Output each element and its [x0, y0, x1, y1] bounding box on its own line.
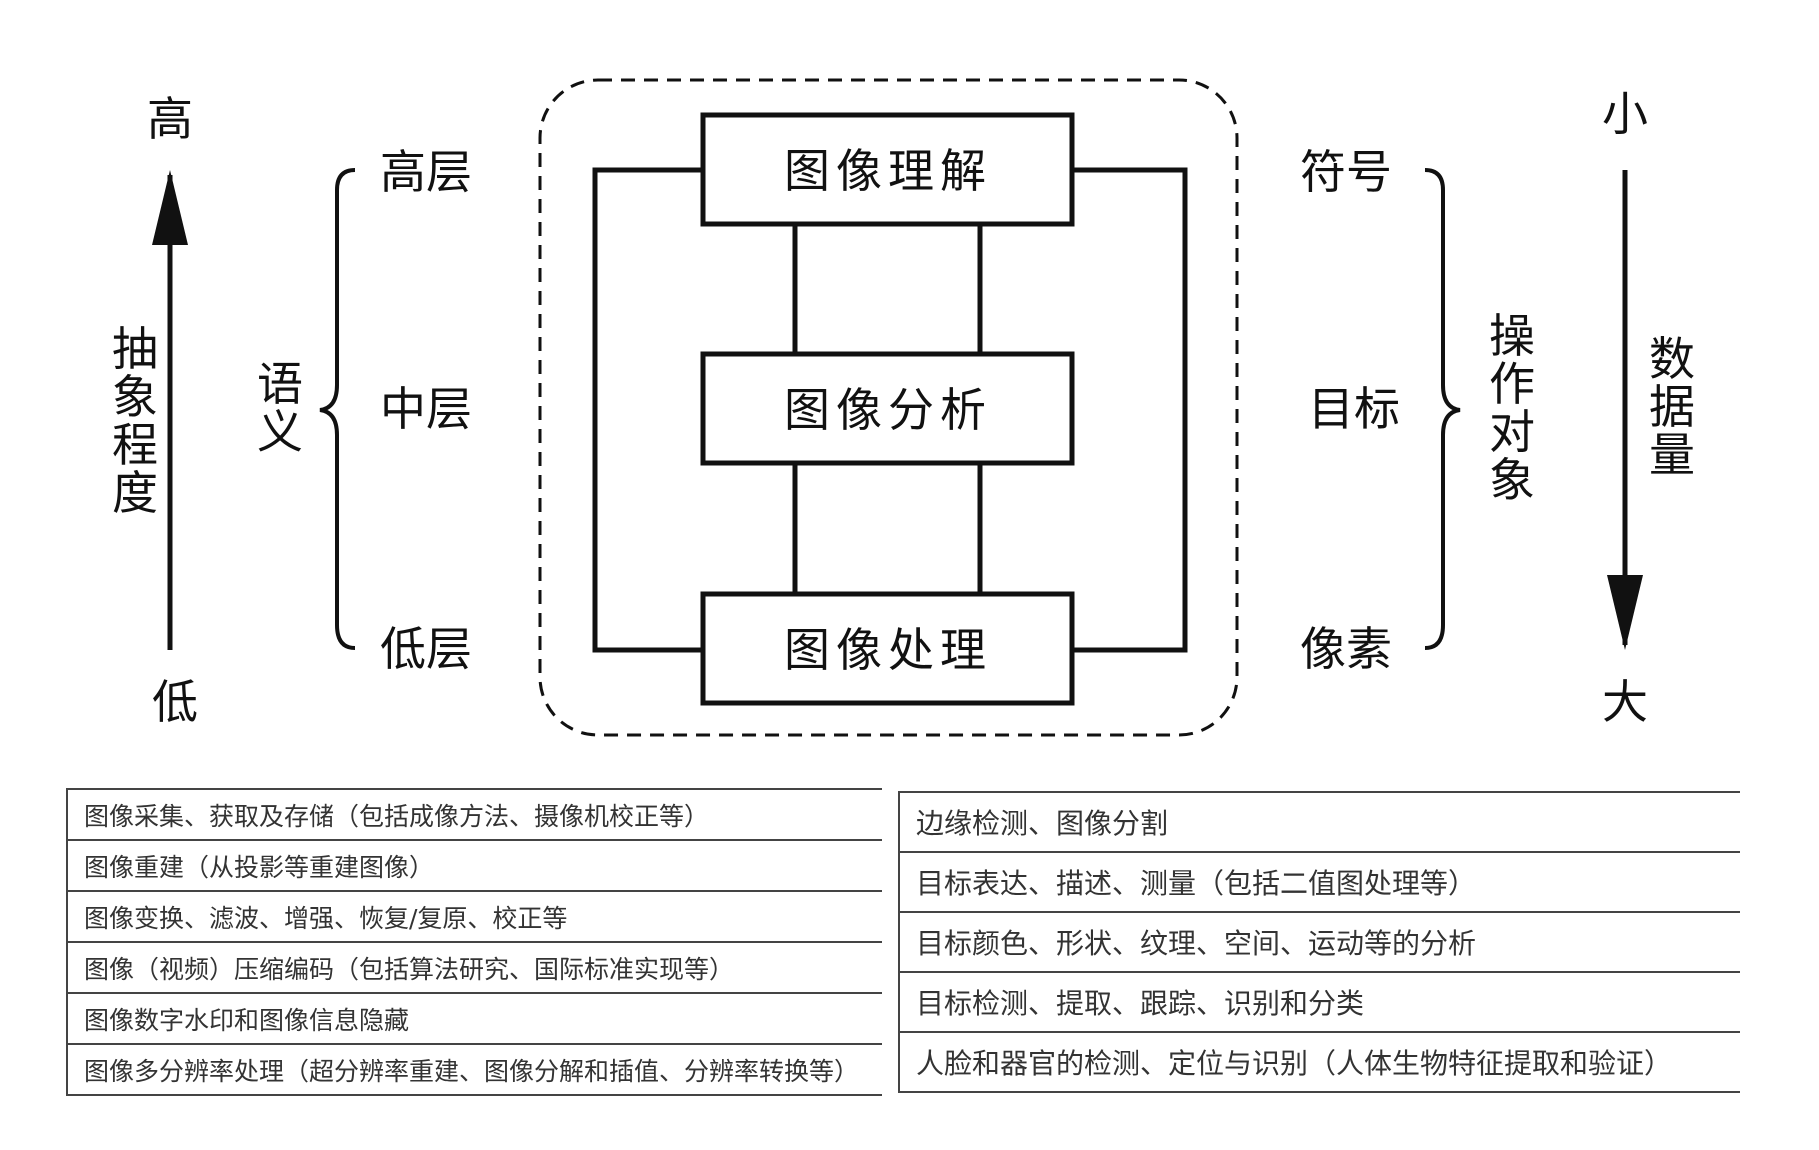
topic-cell: 边缘检测、图像分割 — [898, 791, 1740, 853]
table-row: 图像（视频）压缩编码（包括算法研究、国际标准实现等） — [66, 941, 882, 994]
topic-cell: 目标颜色、形状、纹理、空间、运动等的分析 — [898, 911, 1740, 973]
data-title-char: 量 — [1649, 428, 1695, 482]
table-row: 人脸和器官的检测、定位与识别（人体生物特征提取和验证） — [898, 1031, 1740, 1093]
abstraction-title-char: 度 — [112, 466, 158, 520]
table-row: 图像多分辨率处理（超分辨率重建、图像分解和插值、分辨率转换等） — [66, 1043, 882, 1096]
object-level-target: 目标 — [1308, 382, 1400, 436]
topic-cell: 图像（视频）压缩编码（包括算法研究、国际标准实现等） — [66, 941, 882, 994]
table-row: 边缘检测、图像分割 — [898, 791, 1740, 853]
topic-cell: 图像采集、获取及存储（包括成像方法、摄像机校正等） — [66, 788, 882, 841]
object-level-pixel: 像素 — [1300, 622, 1392, 676]
abstraction-high-label: 高 — [147, 92, 193, 146]
semantic-title-char: 义 — [257, 405, 303, 459]
hierarchy-diagram: 高 低 抽 象 程 度 语 义 高层 中层 低层 图像理解 图像分析 图像处理 … — [112, 78, 1695, 737]
object-title-char: 操 — [1489, 309, 1535, 363]
image-engineering-frame — [538, 78, 1239, 737]
topic-cell: 图像数字水印和图像信息隐藏 — [66, 992, 882, 1045]
flow-arrows — [592, 167, 1188, 653]
topic-cell: 目标检测、提取、跟踪、识别和分类 — [898, 971, 1740, 1033]
topic-cell: 图像多分辨率处理（超分辨率重建、图像分解和插值、分辨率转换等） — [66, 1043, 882, 1096]
image-processing-topics-table: 图像采集、获取及存储（包括成像方法、摄像机校正等） 图像重建（从投影等重建图像）… — [66, 788, 882, 1096]
table-row: 目标表达、描述、测量（包括二值图处理等） — [898, 851, 1740, 913]
abstraction-title-char: 象 — [112, 370, 158, 424]
table-row: 目标颜色、形状、纹理、空间、运动等的分析 — [898, 911, 1740, 973]
table-row: 图像变换、滤波、增强、恢复/复原、校正等 — [66, 890, 882, 943]
object-brace — [1424, 168, 1461, 650]
data-title-char: 据 — [1649, 380, 1695, 434]
semantic-title: 语 义 — [257, 357, 303, 459]
image-analysis-box — [700, 351, 1075, 466]
object-level-symbol: 符号 — [1300, 145, 1392, 199]
abstraction-arrowhead — [152, 170, 188, 245]
data-quantity-title: 数 据 量 — [1649, 332, 1695, 482]
semantic-brace — [319, 168, 356, 650]
table-row: 目标检测、提取、跟踪、识别和分类 — [898, 971, 1740, 1033]
object-title-char: 对 — [1489, 405, 1535, 459]
data-large-label: 大 — [1602, 675, 1648, 729]
image-processing-label: 图像处理 — [784, 623, 992, 677]
table-row: 图像采集、获取及存储（包括成像方法、摄像机校正等） — [66, 788, 882, 841]
abstraction-title-char: 抽 — [112, 322, 158, 376]
data-title-char: 数 — [1649, 332, 1695, 386]
semantic-level-low: 低层 — [380, 622, 472, 676]
semantic-level-high: 高层 — [380, 145, 472, 199]
data-quantity-arrowhead — [1607, 575, 1643, 650]
table-row: 图像重建（从投影等重建图像） — [66, 839, 882, 892]
processing-to-understanding-loop-arrow — [1072, 167, 1188, 653]
abstraction-title-char: 程 — [112, 418, 158, 472]
topic-cell: 目标表达、描述、测量（包括二值图处理等） — [898, 851, 1740, 913]
image-understanding-label: 图像理解 — [784, 144, 992, 198]
operation-object-title: 操 作 对 象 — [1489, 309, 1535, 507]
semantic-title-char: 语 — [257, 357, 303, 411]
abstraction-low-label: 低 — [152, 675, 198, 729]
object-title-char: 象 — [1489, 453, 1535, 507]
understanding-to-processing-loop-arrow — [592, 167, 703, 653]
topic-cell: 人脸和器官的检测、定位与识别（人体生物特征提取和验证） — [898, 1031, 1740, 1093]
image-analysis-label: 图像分析 — [784, 383, 992, 437]
topic-cell: 图像重建（从投影等重建图像） — [66, 839, 882, 892]
table-row: 图像数字水印和图像信息隐藏 — [66, 992, 882, 1045]
abstraction-axis-title: 抽 象 程 度 — [112, 322, 158, 520]
data-small-label: 小 — [1602, 87, 1648, 141]
image-analysis-topics-table: 边缘检测、图像分割 目标表达、描述、测量（包括二值图处理等） 目标颜色、形状、纹… — [898, 791, 1740, 1093]
topic-cell: 图像变换、滤波、增强、恢复/复原、校正等 — [66, 890, 882, 943]
semantic-level-mid: 中层 — [380, 382, 472, 436]
object-title-char: 作 — [1489, 357, 1535, 411]
